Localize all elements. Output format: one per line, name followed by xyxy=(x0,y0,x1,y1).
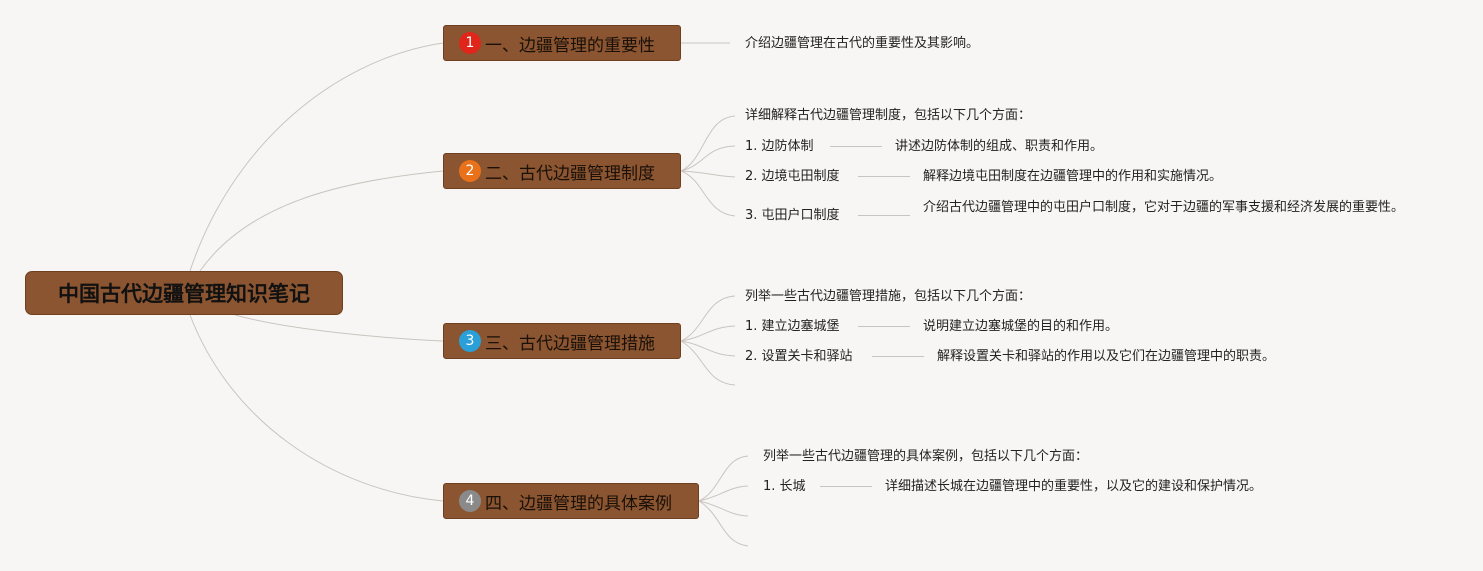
branch-2-item-3-desc: 介绍古代边疆管理中的屯田户口制度，它对于边疆的军事支援和经济发展的重要性。 xyxy=(923,200,1405,215)
number-badge-1: 1 xyxy=(459,32,481,54)
branch-4-fan xyxy=(698,455,749,547)
root-node[interactable]: 中国古代边疆管理知识笔记 xyxy=(25,271,343,315)
badge-number: 4 xyxy=(465,493,475,509)
branch-2-item-3-label: 3. 屯田户口制度 xyxy=(745,208,840,223)
number-badge-2: 2 xyxy=(459,160,481,182)
root-to-branch-1-line xyxy=(189,42,444,272)
branch-3-item-1-label: 1. 建立边塞城堡 xyxy=(745,319,840,334)
badge-number: 1 xyxy=(465,35,475,51)
branch-2-item-3-connector xyxy=(858,215,910,216)
branch-title-2: 二、古代边疆管理制度 xyxy=(485,163,655,184)
branch-1-description: 介绍边疆管理在古代的重要性及其影响。 xyxy=(745,36,980,51)
branch-node-2[interactable]: 2 二、古代边疆管理制度 xyxy=(443,153,681,189)
number-badge-4: 4 xyxy=(459,490,481,512)
number-badge-3: 3 xyxy=(459,330,481,352)
branch-node-1[interactable]: 1 一、边疆管理的重要性 xyxy=(443,25,681,61)
badge-number: 3 xyxy=(465,333,475,349)
badge-number: 2 xyxy=(465,163,475,179)
branch-4-intro: 列举一些古代边疆管理的具体案例，包括以下几个方面： xyxy=(763,449,1089,464)
branch-4-item-1-connector xyxy=(820,486,872,487)
branch-title-3: 三、古代边疆管理措施 xyxy=(485,333,655,354)
root-title: 中国古代边疆管理知识笔记 xyxy=(58,282,310,306)
branch-node-3[interactable]: 3 三、古代边疆管理措施 xyxy=(443,323,681,359)
branch-2-intro: 详细解释古代边疆管理制度，包括以下几个方面： xyxy=(745,108,1032,123)
branch-4-item-1-desc: 详细描述长城在边疆管理中的重要性，以及它的建设和保护情况。 xyxy=(885,479,1263,494)
branch-3-item-1-desc: 说明建立边塞城堡的目的和作用。 xyxy=(923,319,1119,334)
branch-3-item-2-desc: 解释设置关卡和驿站的作用以及它们在边疆管理中的职责。 xyxy=(937,349,1276,364)
branch-4-item-1-label: 1. 长城 xyxy=(763,479,806,494)
branch-2-item-2-desc: 解释边境屯田制度在边疆管理中的作用和实施情况。 xyxy=(923,169,1223,184)
root-to-branch-2-line xyxy=(199,170,444,272)
branch-2-fan xyxy=(680,115,736,217)
branch-2-item-2-connector xyxy=(858,176,910,177)
branch-3-fan xyxy=(680,295,736,386)
branch-3-item-2-label: 2. 设置关卡和驿站 xyxy=(745,349,853,364)
branch-3-item-1-connector xyxy=(858,326,910,327)
branch-2-item-1-desc: 讲述边防体制的组成、职责和作用。 xyxy=(895,139,1104,154)
root-to-branch-3-line xyxy=(234,314,444,342)
branch-2-item-1-label: 1. 边防体制 xyxy=(745,139,814,154)
branch-title-1: 一、边疆管理的重要性 xyxy=(485,35,655,56)
branch-2-item-1-connector xyxy=(830,146,882,147)
branch-2-item-2-label: 2. 边境屯田制度 xyxy=(745,169,840,184)
branch-title-4: 四、边疆管理的具体案例 xyxy=(485,493,672,514)
branch-3-item-2-connector xyxy=(872,356,924,357)
branch-node-4[interactable]: 4 四、边疆管理的具体案例 xyxy=(443,483,699,519)
root-to-branch-4-line xyxy=(189,314,444,502)
branch-3-intro: 列举一些古代边疆管理措施，包括以下几个方面： xyxy=(745,289,1032,304)
